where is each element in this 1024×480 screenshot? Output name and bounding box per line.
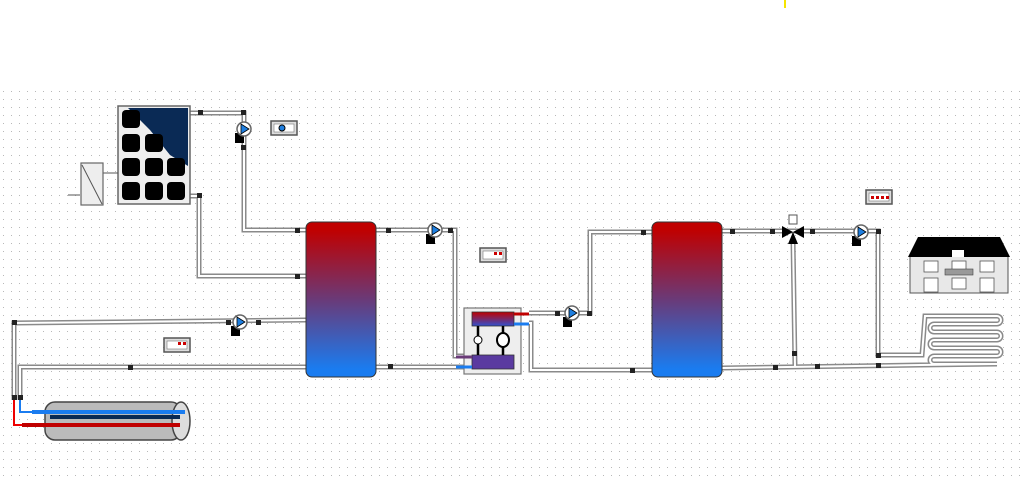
inverter[interactable] — [68, 162, 118, 206]
buffer-tank-2[interactable] — [651, 221, 723, 378]
heating-controller[interactable] — [865, 189, 893, 205]
heat-exchanger-station[interactable] — [456, 307, 529, 375]
tube-collector[interactable] — [13, 400, 191, 441]
collector-controller[interactable] — [163, 337, 191, 353]
pipes — [11, 110, 921, 400]
yellow-marker — [784, 0, 786, 8]
buffer-tank-1[interactable] — [305, 221, 377, 378]
underfloor-heating — [918, 313, 1004, 368]
house — [908, 237, 1010, 294]
mixing-valve[interactable] — [782, 214, 804, 244]
pv-panel[interactable] — [117, 105, 191, 205]
station-controller[interactable] — [479, 247, 507, 263]
solar-controller[interactable] — [270, 120, 298, 136]
